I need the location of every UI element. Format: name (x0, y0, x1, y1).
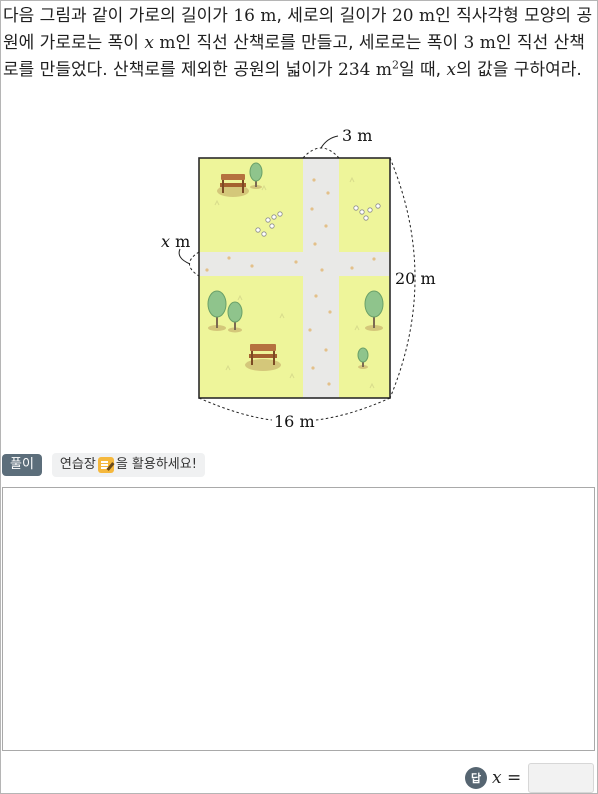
bench-shadow (245, 359, 281, 371)
unit-m: m (153, 33, 176, 53)
notepad-pencil-icon[interactable] (97, 457, 114, 473)
dim-arc-bottom (315, 397, 391, 421)
dim-leader-top (320, 135, 339, 149)
problem-segment: 인 직선 산책로를 만들고, 세로로는 폭이 (175, 33, 464, 53)
problem-segment: 인 직선 산책로를 만들었다. 산책로를 제외한 공원의 넓이가 (3, 33, 585, 80)
grass-tufts (214, 176, 375, 389)
problem-text: 다음 그림과 같이 가로의 길이가 16 m, 세로의 길이가 20 m인 직사… (3, 3, 593, 84)
bench-icon (249, 344, 277, 365)
dim-arc-right (389, 157, 416, 399)
width-value: 16 m (233, 6, 277, 26)
problem-segment: 일 때, (398, 60, 447, 80)
horizontal-path (199, 252, 390, 276)
problem-segment: 의 값을 구하여라. (456, 60, 582, 80)
problem-segment: 인 직사각형 모양의 공원에 가로로는 폭이 (3, 6, 593, 53)
answer-badge: 답 (465, 767, 487, 789)
variable-x: x (446, 60, 457, 80)
solution-button[interactable]: 풀이 (2, 454, 42, 476)
bench-icon (220, 174, 246, 193)
answer-label: x = (492, 768, 522, 788)
vertical-path (303, 158, 339, 398)
tree-icon (364, 290, 384, 331)
label-height: 20 m (395, 269, 436, 288)
area-exponent: 2 (391, 58, 399, 72)
road-width-value: 3 m (463, 33, 496, 53)
answer-row: 답 x = (465, 763, 595, 793)
answer-input[interactable] (528, 763, 595, 793)
label-x-width: x m (161, 232, 190, 251)
label-width: 16 m (274, 412, 315, 431)
park-diagram: 3 m x m 20 m 16 m (161, 126, 436, 431)
tree-icon (249, 162, 263, 189)
solution-workspace[interactable] (2, 487, 595, 751)
hint-text: 을 활용하세요! (115, 457, 197, 472)
tree-icon (357, 347, 369, 369)
height-value: 20 m (391, 6, 436, 26)
dim-leader-left (178, 248, 191, 265)
label-path-width: 3 m (342, 126, 372, 145)
path-gravel (205, 178, 376, 386)
flower-patch (255, 203, 381, 237)
variable-x: x (144, 33, 154, 53)
area-value: 234 m (338, 60, 392, 80)
bench-shadow (217, 185, 249, 197)
tree-icon (227, 301, 243, 333)
park-figure: 3 m x m 20 m 16 m (150, 120, 450, 440)
solution-toolbar: 풀이 연습장 을 활용하세요! (2, 453, 205, 477)
problem-segment: , 세로의 길이가 (276, 6, 392, 26)
dim-arc-bottom (198, 397, 273, 421)
problem-segment: 다음 그림과 같이 가로의 길이가 (3, 6, 234, 26)
tree-icon (207, 290, 227, 331)
dim-arc-left (189, 251, 200, 277)
park-outline (198, 157, 391, 399)
dim-arc-top (302, 147, 340, 159)
notepad-hint[interactable]: 연습장 을 활용하세요! (51, 453, 205, 477)
hint-text: 연습장 (59, 457, 96, 472)
